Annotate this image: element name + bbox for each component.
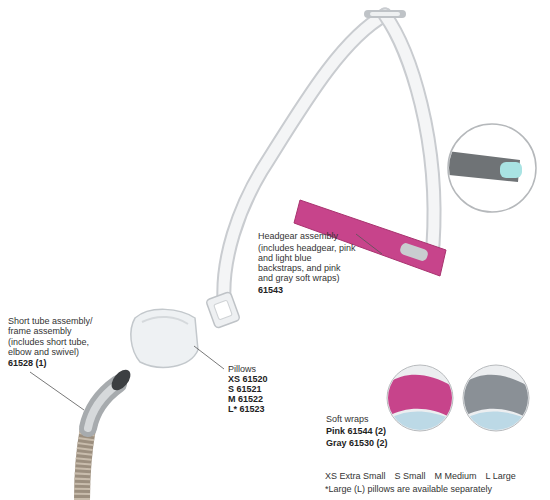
label-slot: S Small (395, 471, 426, 481)
frame-clip-slot (214, 300, 233, 320)
pillow-detail (142, 317, 188, 324)
leader-line (356, 234, 382, 254)
part-label: M Medium (435, 471, 477, 481)
part-number: 61528 (1) (8, 358, 47, 368)
frame-clip (206, 291, 241, 328)
wrap-strap (466, 411, 531, 440)
part-number: 61543 (258, 285, 283, 295)
part-label: (includes short tube, elbow and swivel) (8, 337, 104, 357)
part-label: *Large (L) pillows are available separat… (325, 484, 492, 494)
label-slot: 61543 (258, 285, 283, 295)
part-label: Headgear assembly (258, 231, 338, 241)
label-slot: Soft wraps (326, 414, 369, 424)
elbow (88, 384, 118, 428)
pink-wrap-group (385, 375, 455, 440)
part-label: S Small (395, 471, 426, 481)
label-slot: XS Extra Small (325, 471, 386, 481)
part-number: Gray 61530 (2) (326, 438, 388, 448)
strap-buckle (372, 12, 398, 16)
part-number: S 61521 (228, 384, 262, 394)
label-slot: (includes headgear, pink and light blue … (258, 243, 358, 283)
label-slot: S 61521 (228, 384, 262, 394)
swivel-ring (108, 366, 134, 393)
part-label: (includes headgear, pink and light blue … (258, 243, 358, 283)
strap-buckle (368, 10, 402, 18)
soft-wrap-tab (399, 242, 429, 262)
part-label: Short tube assembly/ frame assembly (8, 316, 108, 336)
label-slot: Pillows (228, 364, 256, 374)
label-slot: XS 61520 (228, 374, 268, 384)
leader-line (194, 346, 224, 369)
light-blue-tip (500, 162, 522, 178)
strap-body (224, 15, 385, 300)
strap-outline (385, 15, 434, 245)
label-slot: (includes short tube, elbow and swivel) (8, 337, 104, 357)
elbow-highlight (88, 384, 118, 428)
label-slot: M Medium (435, 471, 477, 481)
short-tube (82, 428, 88, 500)
label-slot: 61528 (1) (8, 358, 47, 368)
label-slot: Short tube assembly/ frame assembly (8, 316, 108, 336)
wrap-strap (390, 411, 455, 440)
tube-ribs (82, 428, 88, 500)
part-label: Pillows (228, 364, 256, 374)
part-label: L Large (486, 471, 516, 481)
part-label: XS Extra Small (325, 471, 386, 481)
strap-body (385, 15, 434, 245)
part-label: Soft wraps (326, 414, 369, 424)
label-slot: Headgear assembly (258, 231, 338, 241)
part-number: Pink 61544 (2) (326, 426, 386, 436)
gray-wrap-group (461, 375, 531, 440)
label-slot: *Large (L) pillows are available separat… (325, 484, 492, 494)
label-slot: L Large (486, 471, 516, 481)
part-number: M 61522 (228, 394, 263, 404)
label-slot: L* 61523 (228, 404, 265, 414)
inset-strap (440, 150, 522, 182)
part-number: L* 61523 (228, 404, 265, 414)
part-number: XS 61520 (228, 374, 268, 384)
label-slot: Pink 61544 (2) (326, 426, 386, 436)
nasal-pillows (131, 309, 198, 367)
strap-outline (224, 15, 385, 300)
leader-line (30, 372, 84, 410)
label-slot: M 61522 (228, 394, 263, 404)
label-slot: Gray 61530 (2) (326, 438, 388, 448)
